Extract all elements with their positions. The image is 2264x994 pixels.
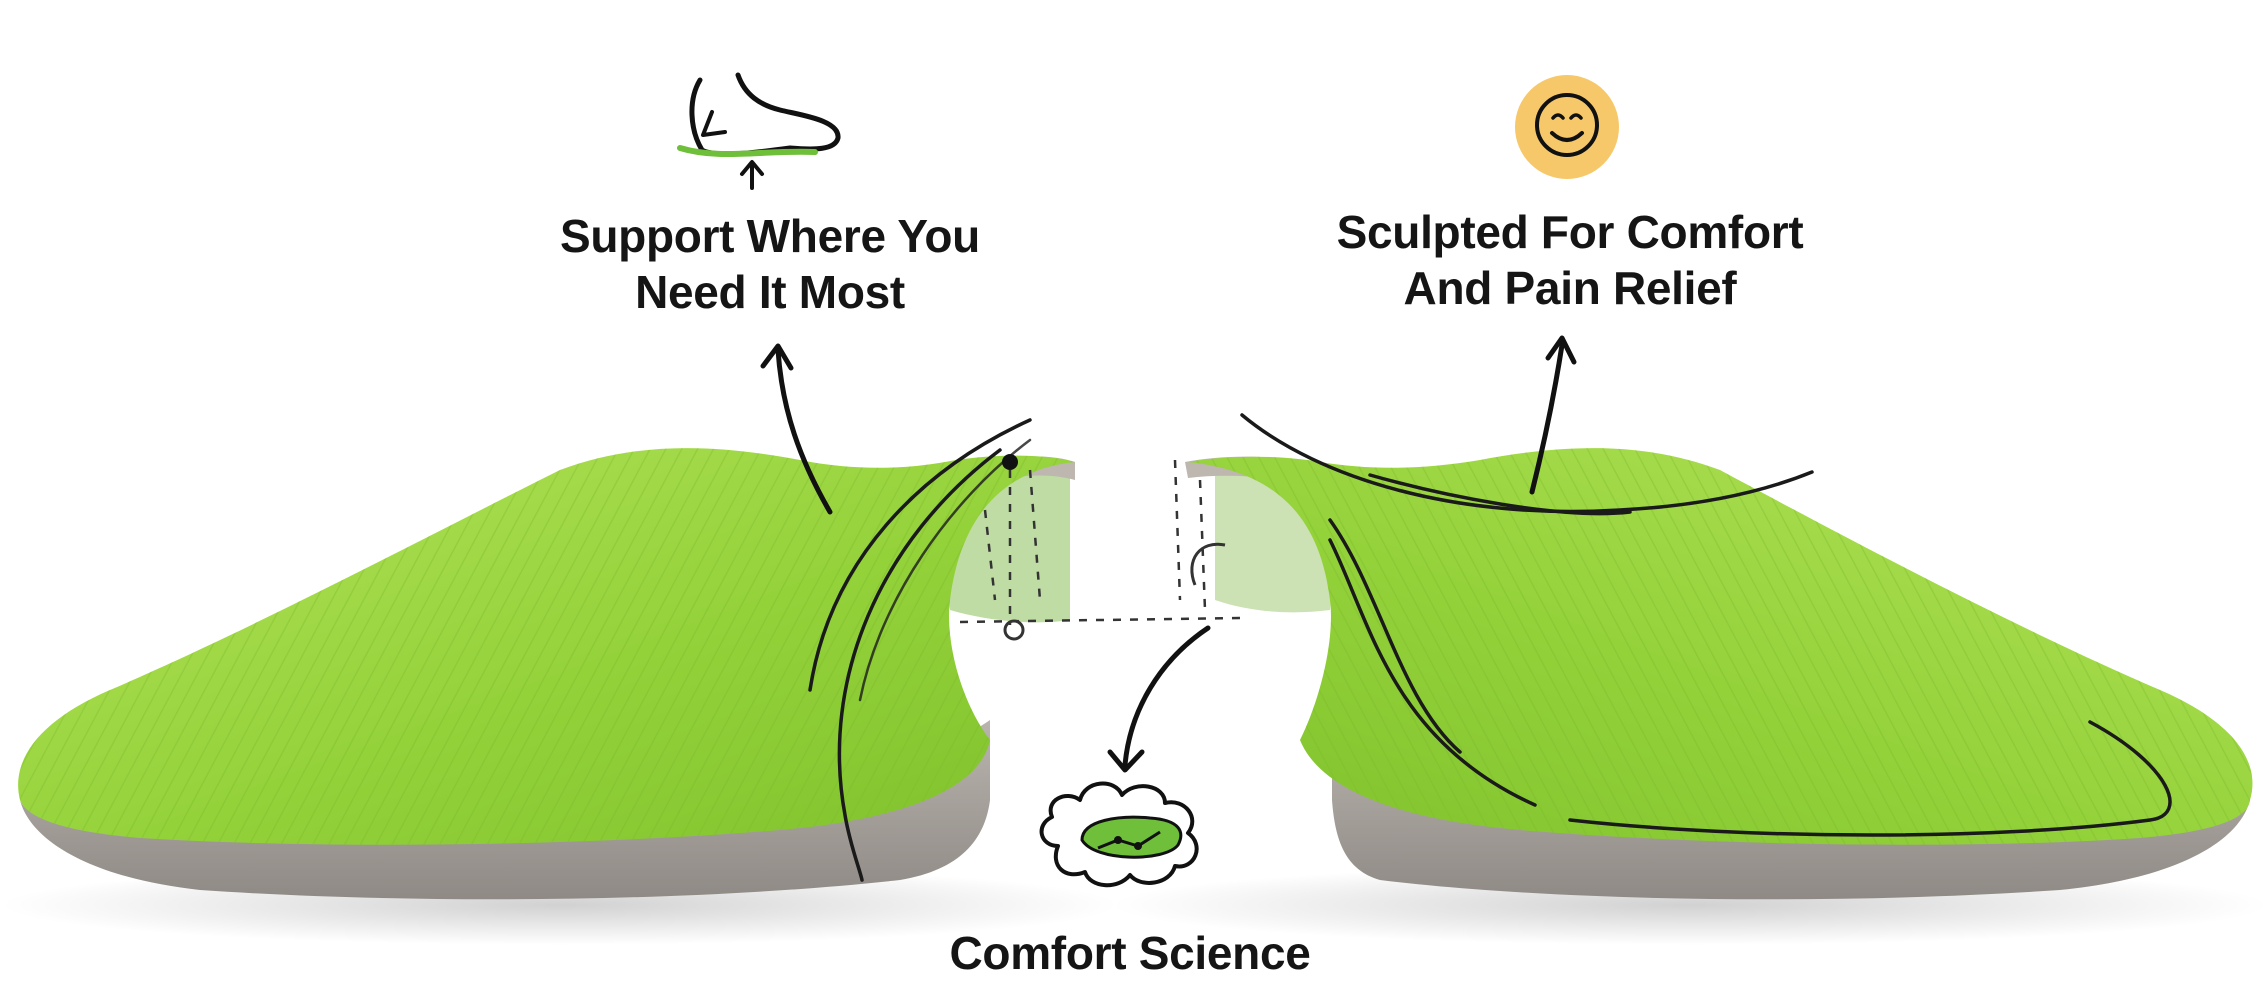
sculpted-arrowhead <box>1545 335 1577 365</box>
measurement-arc <box>1190 542 1226 586</box>
support-callout-title: Support Where You Need It Most <box>505 208 1035 320</box>
support-callout-line2: Need It Most <box>635 266 905 318</box>
sculpted-arrow <box>1529 342 1565 495</box>
measurement-point-low <box>1003 619 1025 641</box>
sculpted-callout-title: Sculpted For Comfort And Pain Relief <box>1300 204 1840 316</box>
science-arrowhead <box>1107 749 1145 773</box>
comfort-science-line1: Comfort Science <box>949 927 1311 979</box>
support-arrowhead <box>760 343 794 371</box>
left-insole <box>18 448 1075 900</box>
support-arrow <box>775 347 833 515</box>
callout-arrows <box>760 335 1577 773</box>
science-arrow <box>1122 625 1211 768</box>
measurement-point <box>1002 454 1018 470</box>
smiley-face-icon <box>1515 75 1619 179</box>
right-contour-sketch <box>1240 413 2172 837</box>
measurement-sketch <box>959 459 1241 625</box>
insole-cloud-icon <box>1039 781 1199 888</box>
foot-arch-icon <box>677 72 841 190</box>
comfort-science-title: Comfort Science <box>880 925 1380 981</box>
sculpted-callout-line2: And Pain Relief <box>1403 262 1737 314</box>
left-contour-sketch <box>808 418 1032 882</box>
support-callout-line1: Support Where You <box>560 210 980 262</box>
sculpted-callout-line1: Sculpted For Comfort <box>1336 206 1804 258</box>
